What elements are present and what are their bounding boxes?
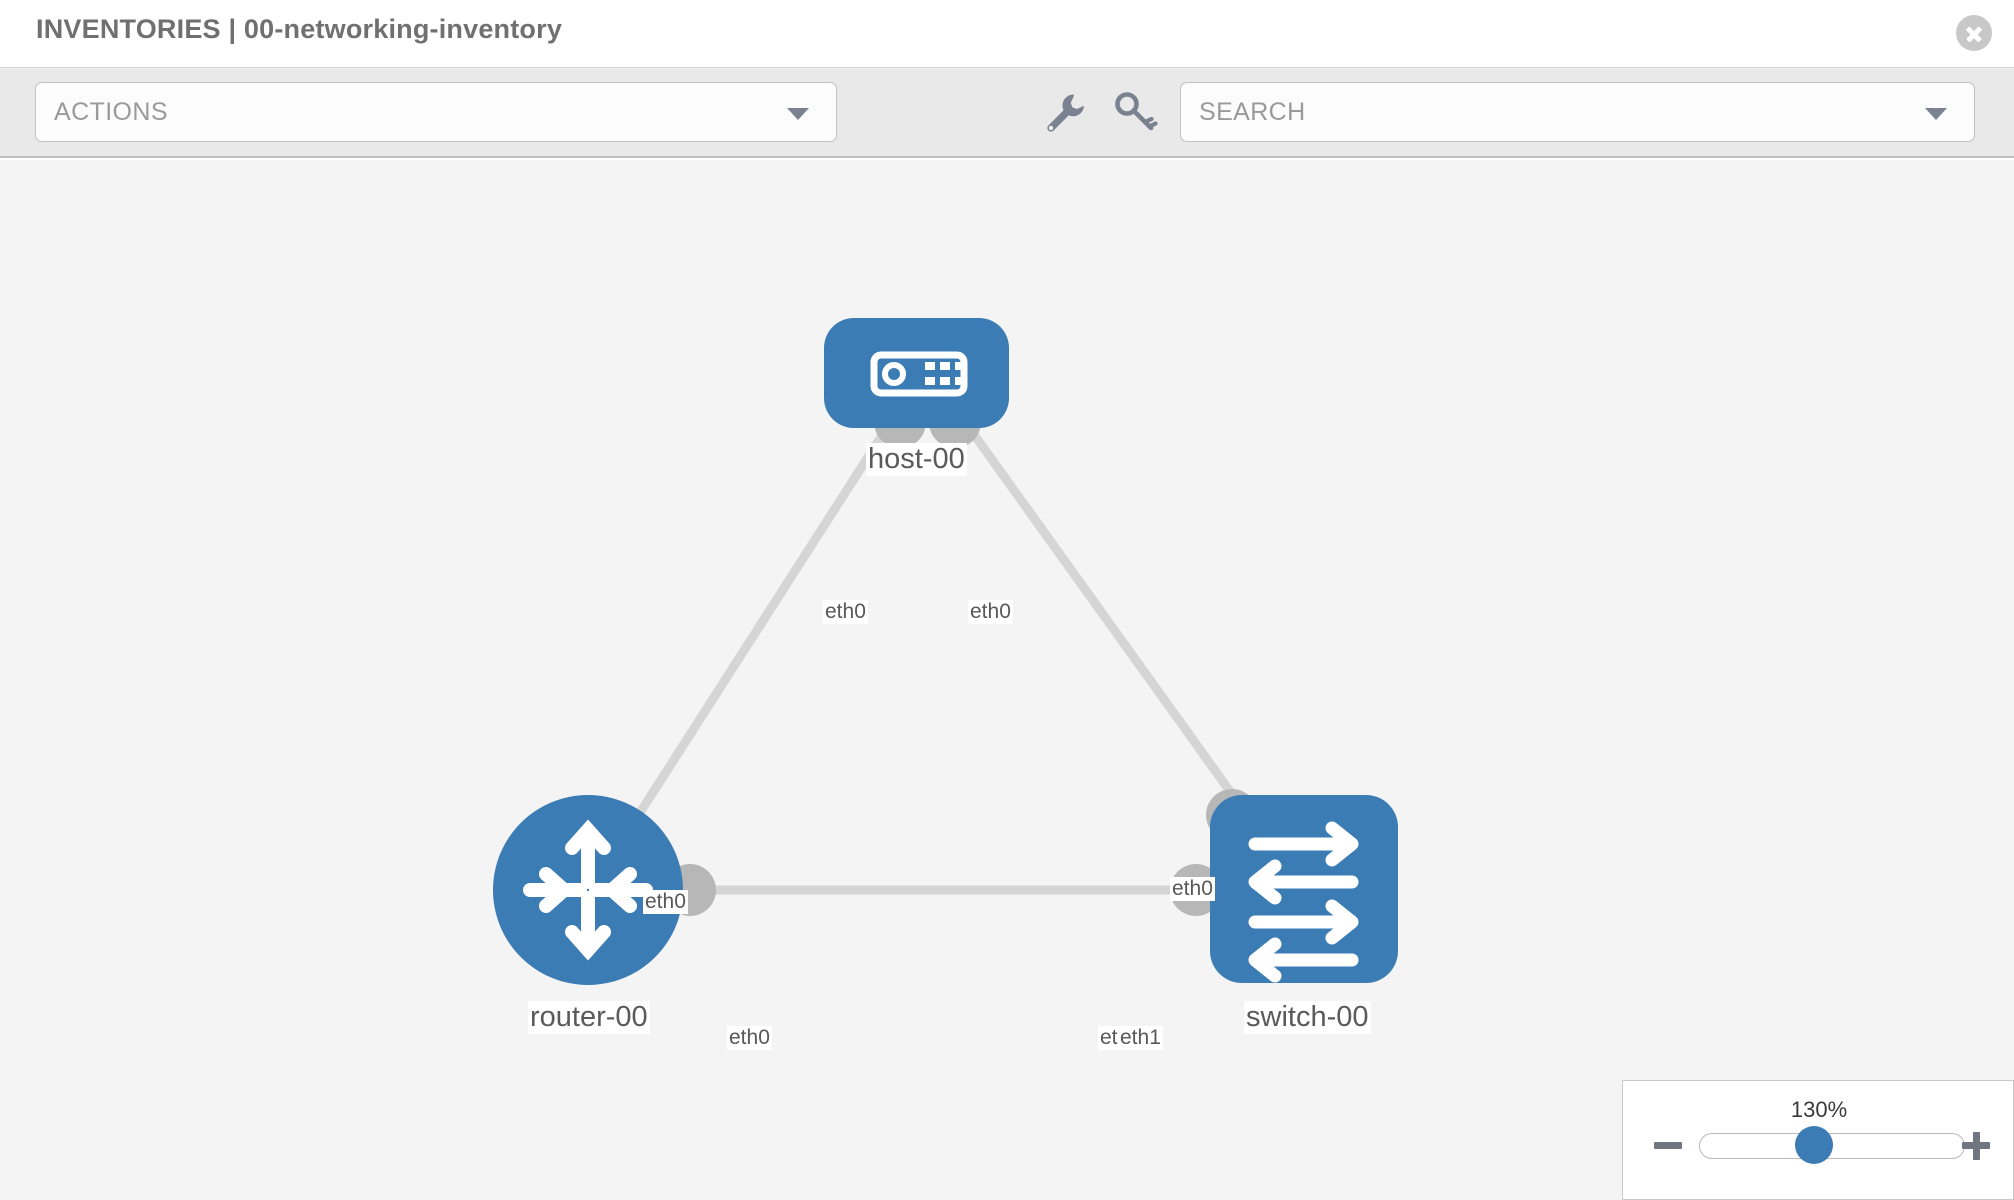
iface-label-host-eth0-left: eth0 (823, 600, 868, 624)
chevron-down-icon (1925, 108, 1947, 120)
topology-graph (493, 318, 1398, 985)
node-label-host-00: host-00 (866, 443, 967, 476)
wrench-icon[interactable] (1040, 88, 1088, 136)
zoom-level-value: 130% (1790, 1097, 1848, 1122)
key-icon[interactable] (1110, 88, 1158, 136)
actions-dropdown[interactable]: ACTIONS (35, 82, 837, 142)
iface-label-router-eth0-up: eth0 (643, 890, 688, 914)
zoom-out-button[interactable] (1651, 1129, 1685, 1163)
page-title: INVENTORIES | 00-networking-inventory (36, 14, 563, 44)
zoom-control-panel: 130% (1622, 1080, 2014, 1200)
toolbar: ACTIONS SEARCH (0, 68, 2014, 158)
search-input[interactable]: SEARCH (1180, 82, 1975, 142)
page-header: INVENTORIES | 00-networking-inventory (0, 0, 2014, 68)
iface-label-switch-eth1: eth1 (1118, 1026, 1163, 1050)
node-label-switch-00: switch-00 (1244, 1001, 1371, 1034)
search-placeholder: SEARCH (1199, 98, 1306, 126)
iface-label-router-eth0: eth0 (727, 1026, 772, 1050)
zoom-slider-thumb[interactable] (1795, 1126, 1833, 1164)
node-label-router-00: router-00 (528, 1001, 650, 1034)
actions-dropdown-label: ACTIONS (54, 98, 168, 126)
node-switch-00[interactable] (1210, 795, 1398, 983)
chevron-down-icon (787, 108, 809, 120)
zoom-in-button[interactable] (1959, 1129, 1993, 1163)
node-host-00[interactable] (824, 318, 1009, 428)
zoom-slider-track[interactable] (1699, 1133, 1965, 1159)
node-router-00[interactable] (493, 795, 683, 985)
close-icon[interactable] (1956, 15, 1992, 51)
plus-icon-vertical (1972, 1132, 1980, 1160)
link-host-router[interactable] (596, 412, 899, 878)
topology-links (596, 412, 1300, 895)
minus-icon (1654, 1142, 1682, 1149)
topology-canvas[interactable]: eth0 eth0 eth0 eth0 eth0 eth0 eth1 host-… (0, 160, 2014, 1200)
iface-label-host-eth0-right: eth0 (968, 600, 1013, 624)
iface-label-switch-eth0-up: eth0 (1170, 877, 1215, 901)
